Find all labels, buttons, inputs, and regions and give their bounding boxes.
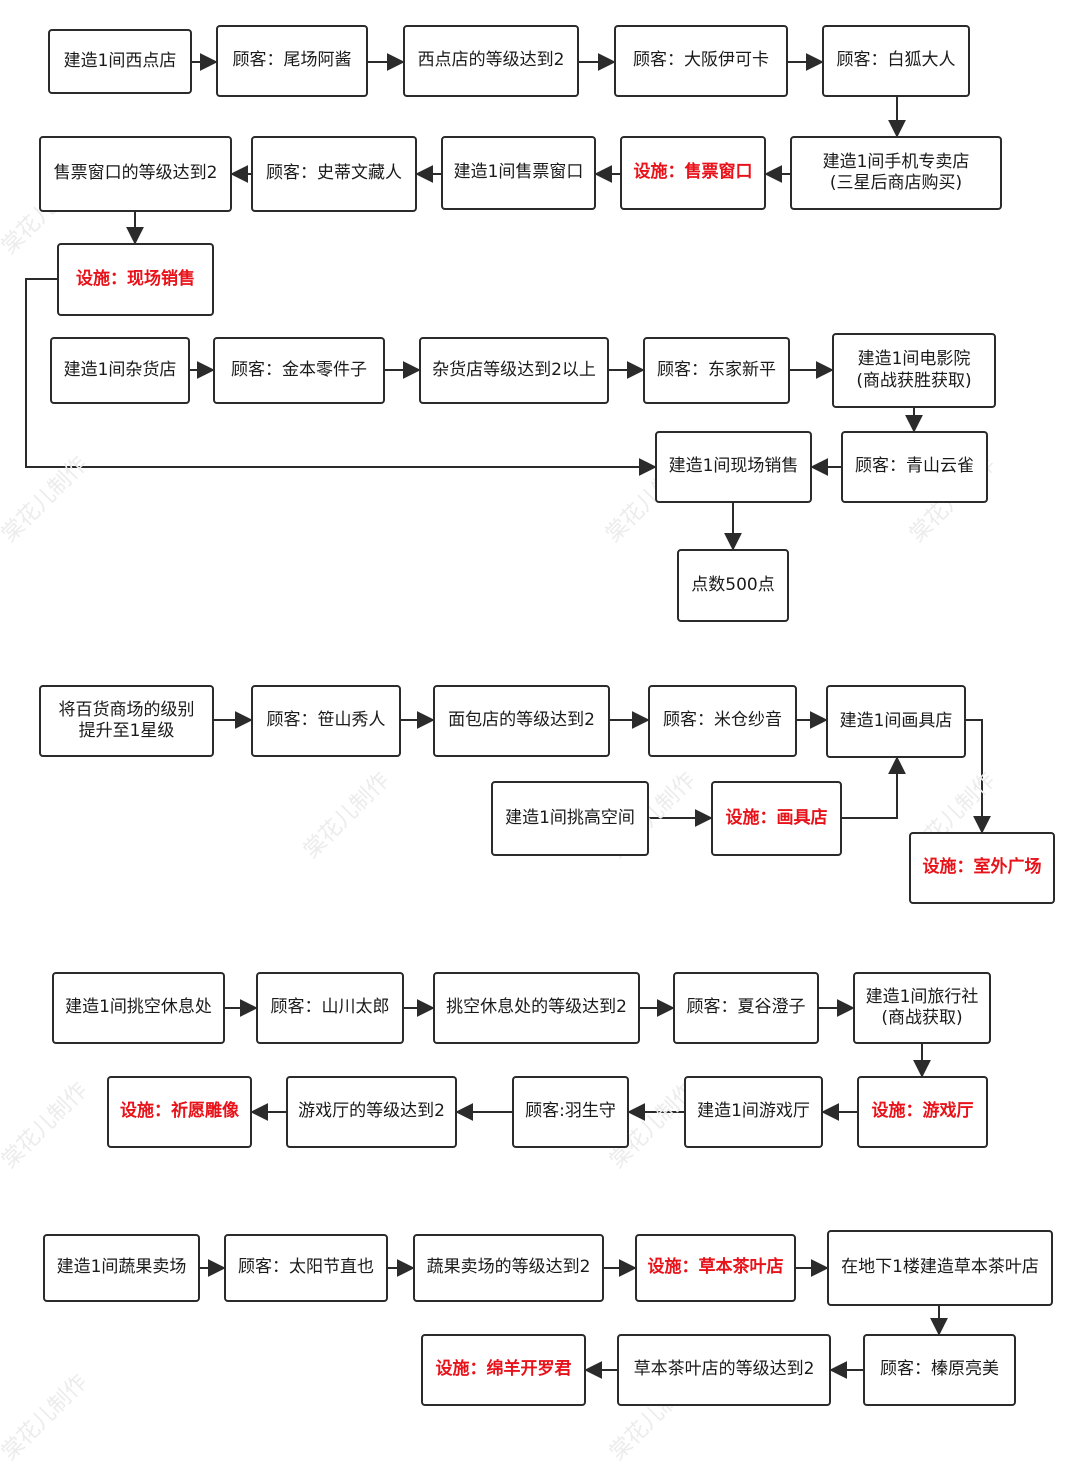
node-game-hall-level-2: 游戏厅的等级达到2	[286, 1076, 457, 1148]
node-herb-tea-level-2: 草本茶叶店的等级达到2	[617, 1334, 831, 1406]
node-guest-yonekura: 顾客：米仓纱音	[648, 685, 797, 757]
node-guest-taiyo: 顾客：太阳节直也	[224, 1234, 388, 1302]
node-western-level-2: 西点店的等级达到2	[403, 25, 579, 97]
node-build-travel-agency: 建造1间旅行社 (商战获取)	[853, 972, 991, 1044]
node-guest-natsuya: 顾客：夏谷澄子	[673, 972, 819, 1044]
node-rest-area-level-2: 挑空休息处的等级达到2	[433, 972, 640, 1044]
node-facility-outdoor-plaza: 设施：室外广场	[909, 832, 1055, 904]
node-guest-sasayama: 顾客：笹山秀人	[251, 685, 401, 757]
node-ticket-level-2: 售票窗口的等级达到2	[39, 136, 232, 212]
node-facility-sheep-kairo: 设施：绵羊开罗君	[421, 1334, 586, 1406]
node-build-ticket-window: 建造1间售票窗口	[441, 136, 596, 210]
flowchart-connectors	[25, 53, 991, 1379]
node-guest-stefan: 顾客：史蒂文藏人	[251, 136, 417, 212]
node-bakery-level-2: 面包店的等级达到2	[433, 685, 610, 757]
node-build-rest-area: 建造1间挑空休息处	[52, 972, 225, 1044]
node-guest-hanyu: 顾客:羽生守	[512, 1076, 629, 1148]
node-guest-osaka: 顾客：大阪伊可卡	[614, 25, 788, 97]
node-build-cinema: 建造1间电影院 (商战获胜获取)	[832, 333, 996, 408]
node-produce-level-2: 蔬果卖场的等级达到2	[413, 1234, 604, 1302]
node-facility-herb-tea: 设施：草本茶叶店	[635, 1234, 796, 1302]
node-build-western-shop: 建造1间西点店	[48, 29, 192, 94]
node-facility-game-hall: 设施：游戏厅	[857, 1076, 988, 1148]
node-facility-wish-statue: 设施：祈愿雕像	[107, 1076, 252, 1148]
node-build-produce: 建造1间蔬果卖场	[43, 1234, 200, 1302]
node-guest-tokei: 顾客：东家新平	[643, 337, 790, 404]
node-build-phone-shop: 建造1间手机专卖店 (三星后商店购买)	[790, 136, 1002, 210]
node-facility-live-sales: 设施：现场销售	[57, 243, 214, 316]
node-guest-aoyama: 顾客：青山云雀	[841, 431, 988, 503]
node-build-live-sales: 建造1间现场销售	[655, 431, 812, 503]
node-build-high-ceiling: 建造1间挑高空间	[491, 781, 649, 856]
node-guest-hara: 顾客：榛原亮美	[863, 1334, 1016, 1406]
node-guest-yamakawa: 顾客：山川太郎	[256, 972, 404, 1044]
node-grocery-level-2: 杂货店等级达到2以上	[419, 337, 609, 404]
node-guest-oba: 顾客：尾场阿酱	[216, 25, 368, 97]
node-facility-ticket-window: 设施：售票窗口	[620, 136, 766, 210]
node-build-grocery: 建造1间杂货店	[50, 337, 190, 404]
node-points-500: 点数500点	[677, 549, 789, 622]
node-build-game-hall: 建造1间游戏厅	[684, 1076, 823, 1148]
node-guest-kanemoto: 顾客：金本零件子	[213, 337, 385, 404]
node-dept-store-1-star: 将百货商场的级别 提升至1星级	[39, 685, 214, 757]
node-facility-art-supply: 设施：画具店	[711, 781, 842, 856]
node-build-art-supply: 建造1间画具店	[826, 685, 966, 758]
node-build-herb-tea-b1: 在地下1楼建造草本茶叶店	[827, 1230, 1053, 1306]
node-guest-white-fox: 顾客：白狐大人	[822, 25, 970, 97]
